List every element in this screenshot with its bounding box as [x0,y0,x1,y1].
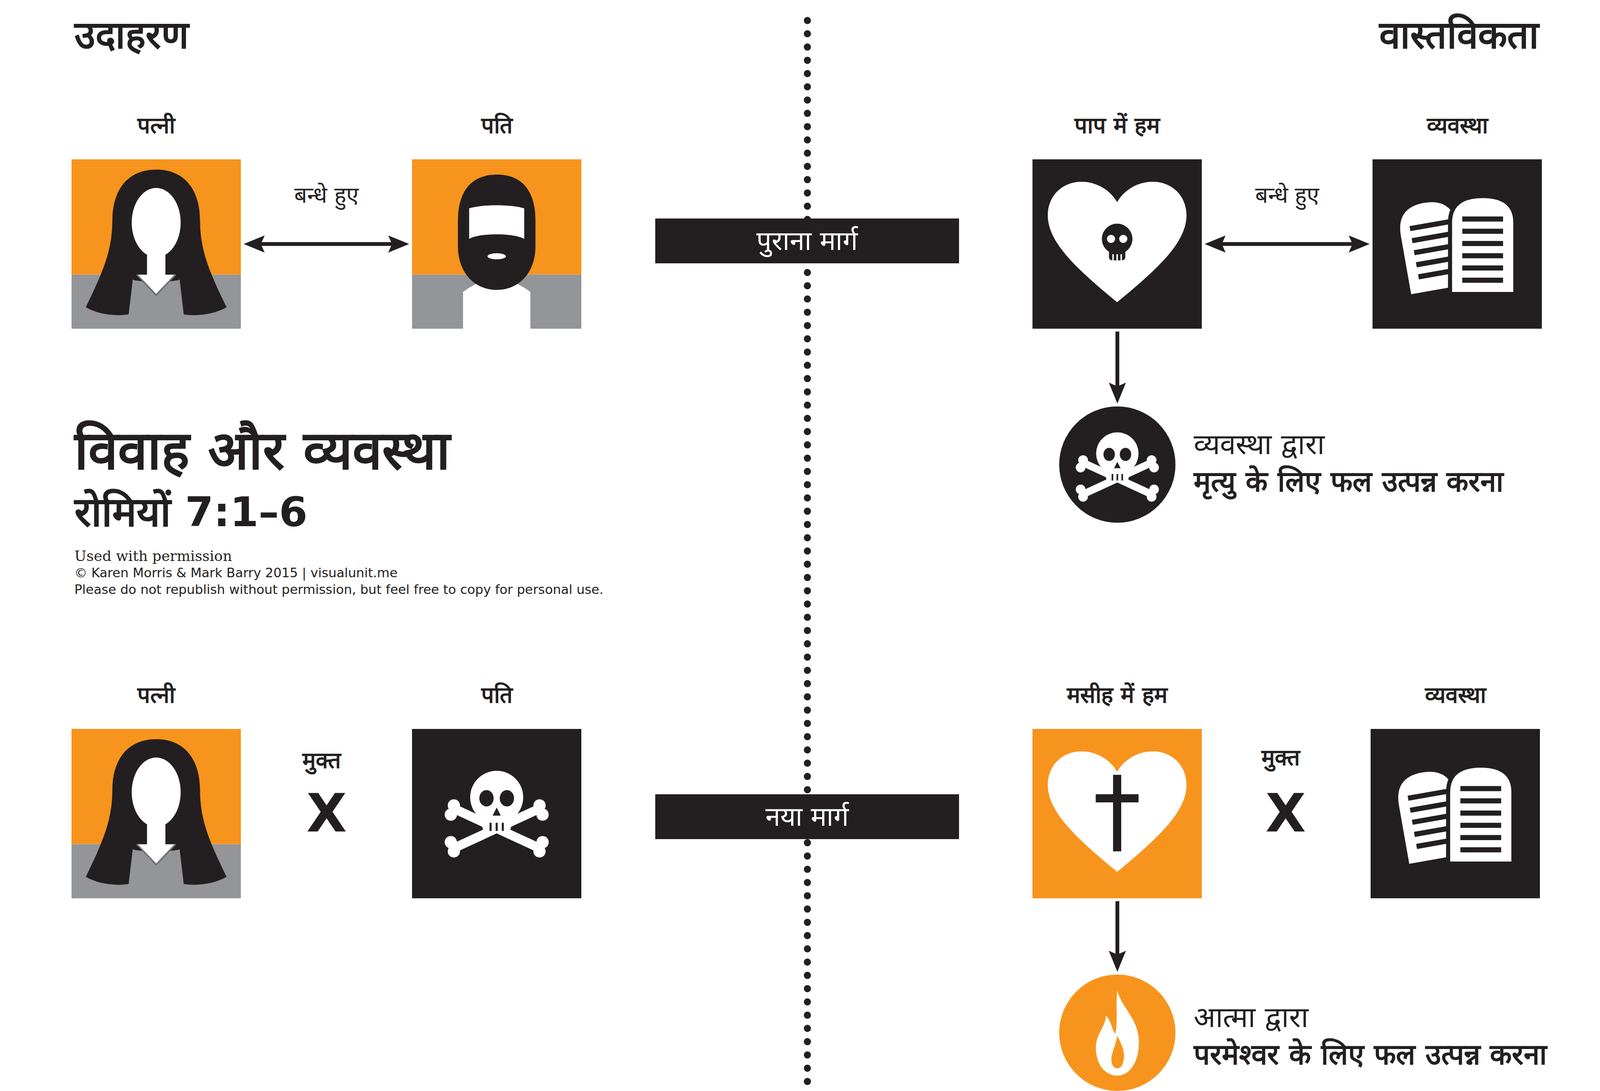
box-heading: पति [481,110,513,140]
dead-husband [412,728,582,899]
band-label: नया मार्ग [765,799,850,835]
box-heading: व्यवस्था [1426,110,1488,140]
box-heading: पाप में हम [1074,110,1161,140]
box-heading-group: व्यवस्था [1426,110,1488,140]
spirit-flame-circle [1059,974,1176,1091]
picture-box: पति [412,728,582,899]
law-tablets [1372,159,1542,329]
free-label: मुक्त [302,745,341,775]
band-box: पुराना मार्ग [655,218,960,264]
box-heading-group: पति [481,110,513,140]
divider-dots [804,20,812,1082]
wife-portrait [71,728,241,899]
scripture-reference: रोमियों 7:1–6 [74,485,308,539]
box-heading: पत्नी [137,110,176,140]
picture-box: व्यवस्था [1372,159,1542,329]
picture-box: पत्नी [71,728,241,899]
section-heading: उदाहरण [74,10,189,61]
x-mark: X [306,779,348,848]
box-heading-group: पत्नी [137,110,176,140]
caption-line: परमेश्वर के लिए फल उत्पन्न करना [1193,1035,1548,1073]
box-heading-group: पति [481,680,513,710]
heart-with-cross [1032,728,1202,899]
section-heading: वास्तविकता [1379,10,1539,61]
box-heading: पत्नी [137,680,176,710]
caption-line: मृत्यु के लिए फल उत्पन्न करना [1193,462,1504,500]
circle-caption: आत्मा द्वारापरमेश्वर के लिए फल उत्पन्न क… [1193,998,1548,1073]
box-heading: व्यवस्था [1424,680,1487,710]
picture-box: व्यवस्था [1370,728,1540,899]
box-heading: पति [481,680,513,710]
caption-line: व्यवस्था द्वारा [1193,425,1504,463]
connector-arrow [1115,900,1120,961]
wife-portrait [71,159,241,329]
circle-node: आत्मा द्वारापरमेश्वर के लिए फल उत्पन्न क… [1059,974,1176,1091]
husband-portrait [412,159,582,329]
connector-arrow [254,242,399,247]
box-heading-group: मसीह में हम [1066,680,1168,710]
picture-box: पत्नी [71,159,241,329]
connector-arrow [1115,331,1120,393]
circle-caption: व्यवस्था द्वारामृत्यु के लिए फल उत्पन्न … [1193,425,1504,500]
copyright-note: © Karen Morris & Mark Barry 2015 | visua… [74,564,398,581]
caption-line: आत्मा द्वारा [1193,998,1548,1036]
picture-box: मसीह में हम [1032,728,1202,899]
band-box: नया मार्ग [655,794,960,839]
band-label: पुराना मार्ग [756,223,859,259]
box-heading-group: पत्नी [137,680,176,710]
connector-arrow [1215,242,1360,247]
box-heading: मसीह में हम [1066,680,1168,710]
death-circle [1059,406,1176,523]
x-mark: X [1265,779,1307,848]
diagram-title: विवाह और व्यवस्था [74,415,451,486]
sinful-heart [1032,159,1202,329]
box-heading-group: व्यवस्था [1424,680,1487,710]
box-heading-group: पाप में हम [1074,110,1161,140]
picture-box: पाप में हम [1032,159,1202,329]
law-tablets [1370,728,1540,899]
picture-box: पति [412,159,582,329]
permission-note: Used with permission [74,546,232,566]
connector-label: बन्धे हुए [1252,180,1323,210]
free-label: मुक्त [1261,742,1301,772]
connector-label: बन्धे हुए [291,180,362,210]
circle-node: व्यवस्था द्वारामृत्यु के लिए फल उत्पन्न … [1059,406,1176,523]
usage-note: Please do not republish without permissi… [74,580,604,598]
